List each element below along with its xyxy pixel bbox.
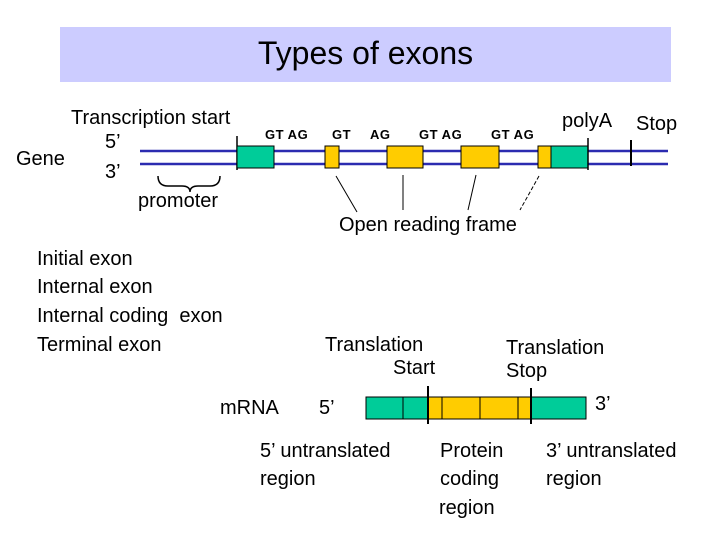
- gene-exon-initial: [236, 145, 275, 169]
- mrna-segment-7: [530, 396, 587, 420]
- stop-label: Stop: [636, 113, 678, 135]
- utr5-label-line1: 5’ untranslated: [260, 440, 391, 462]
- translation-stop-label-line2: Stop: [506, 360, 548, 382]
- mrna-segment-3: [427, 396, 443, 420]
- page-title: Types of exons: [257, 35, 474, 71]
- gene-exon-terminal-utr: [550, 145, 589, 169]
- gene-label: Gene: [16, 148, 65, 170]
- splice-site-1: GT AG: [265, 127, 309, 142]
- cds-label-line3: region: [439, 497, 495, 519]
- utr5-label-line2: region: [260, 468, 316, 490]
- exon-type-internal-coding: Internal coding exon: [37, 305, 223, 327]
- mrna-segment-6: [517, 396, 532, 420]
- gene-exon-coding-4: [460, 145, 500, 169]
- title-bar: Types of exons: [60, 27, 671, 82]
- utr3-label-line1: 3’ untranslated: [546, 440, 677, 462]
- translation-start-label-line1: Translation: [325, 334, 424, 356]
- orf-pointer-3: [467, 174, 477, 211]
- utr3-label-line2: region: [546, 468, 602, 490]
- exon-type-terminal: Terminal exon: [37, 334, 162, 356]
- exon-type-internal: Internal exon: [37, 276, 153, 298]
- orf-pointer-1: [335, 175, 358, 213]
- promoter-brace: [157, 175, 221, 193]
- translation-start-label-line2: Start: [393, 357, 436, 379]
- exon-type-initial: Initial exon: [37, 248, 133, 270]
- translation-stop-label-line1: Translation: [506, 337, 605, 359]
- gene-exon-coding-2: [324, 145, 340, 169]
- mrna-segment-2: [402, 396, 429, 420]
- promoter-label: promoter: [138, 190, 219, 212]
- transcription-start-label: Transcription start: [71, 107, 231, 129]
- gene-exon-terminal-coding: [537, 145, 552, 169]
- mrna-label: mRNA: [220, 397, 279, 419]
- mrna-segment-1: [365, 396, 404, 420]
- gene-five-prime-label: 5’: [105, 131, 121, 153]
- splice-site-5: GT AG: [491, 127, 535, 142]
- splice-site-3: AG: [370, 127, 391, 142]
- cds-label-line2: coding: [440, 468, 499, 490]
- orf-label: Open reading frame: [339, 214, 517, 236]
- mrna-three-prime-label: 3’: [595, 393, 611, 415]
- gene-exon-coding-3: [386, 145, 424, 169]
- polyA-label: polyA: [562, 110, 613, 132]
- splice-site-2: GT: [332, 127, 352, 142]
- mrna-five-prime-label: 5’: [319, 397, 335, 419]
- splice-site-4: GT AG: [419, 127, 463, 142]
- orf-pointer-4: [519, 175, 540, 211]
- mrna-segment-5: [479, 396, 519, 420]
- gene-three-prime-label: 3’: [105, 161, 121, 183]
- cds-label-line1: Protein: [440, 440, 504, 462]
- mrna-segment-4: [441, 396, 481, 420]
